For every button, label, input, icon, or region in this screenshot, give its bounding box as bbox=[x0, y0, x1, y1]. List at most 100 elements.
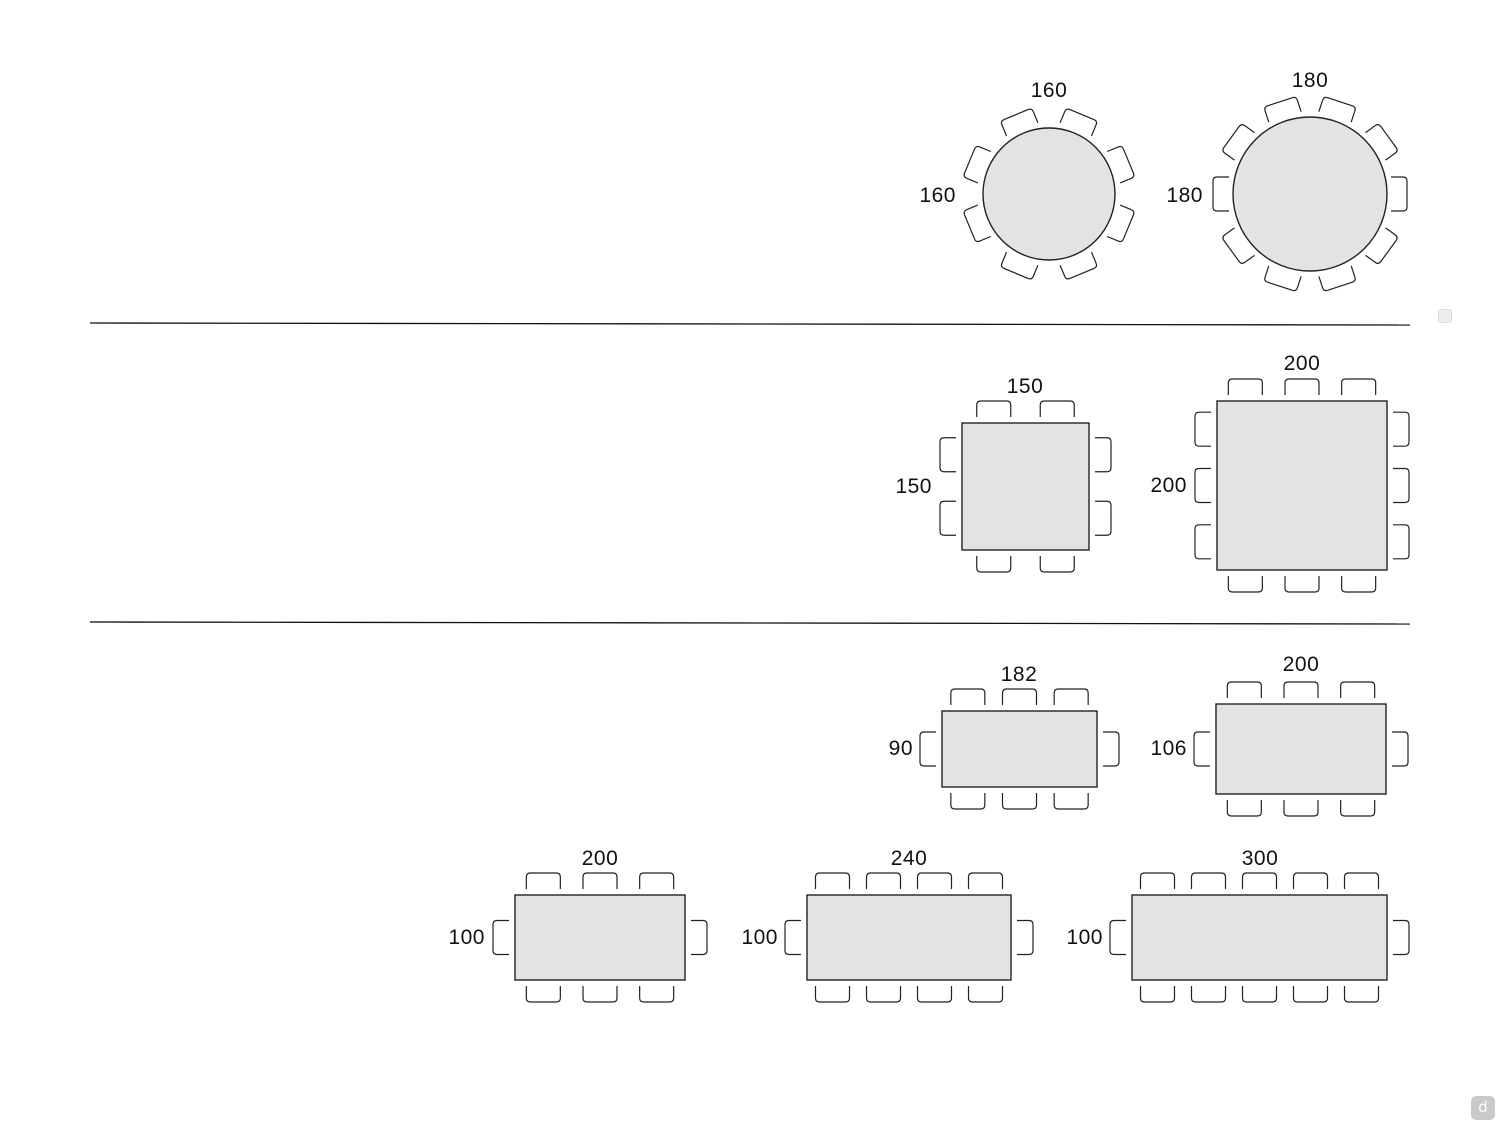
chair bbox=[939, 500, 956, 536]
chair bbox=[1341, 378, 1377, 395]
chair bbox=[1341, 576, 1377, 593]
chair bbox=[976, 400, 1012, 417]
dimension-label-top: 160 bbox=[1031, 79, 1068, 102]
square-table-200: 200 200 bbox=[1150, 352, 1410, 593]
chair bbox=[1283, 681, 1319, 698]
rect-table-300x100: 300 100 bbox=[1066, 847, 1410, 1003]
chair bbox=[492, 919, 509, 956]
chair bbox=[1000, 108, 1039, 137]
chair bbox=[1283, 800, 1319, 817]
chair bbox=[1000, 251, 1039, 280]
chair bbox=[1103, 731, 1120, 767]
chair bbox=[1393, 411, 1410, 447]
chair bbox=[1017, 919, 1034, 956]
table-top bbox=[514, 894, 686, 981]
table-top bbox=[806, 894, 1012, 981]
chair bbox=[1318, 265, 1356, 292]
table-top bbox=[1216, 400, 1388, 571]
chair bbox=[1139, 986, 1176, 1003]
chair bbox=[1222, 124, 1255, 161]
dimension-label-top: 180 bbox=[1292, 69, 1329, 92]
dimension-label-top: 150 bbox=[1007, 375, 1044, 398]
chair bbox=[1059, 251, 1098, 280]
chair bbox=[525, 872, 561, 889]
chair bbox=[1194, 467, 1211, 504]
table-top bbox=[1215, 703, 1387, 795]
dimension-label-top: 300 bbox=[1242, 847, 1279, 870]
chair bbox=[1106, 145, 1135, 184]
chair bbox=[525, 986, 561, 1003]
chair bbox=[1392, 731, 1409, 767]
chair bbox=[1222, 227, 1255, 264]
chair bbox=[1264, 96, 1302, 123]
chair bbox=[1001, 688, 1038, 705]
chair bbox=[1039, 400, 1075, 417]
chair bbox=[1241, 872, 1278, 889]
chair bbox=[1053, 688, 1089, 705]
section-divider bbox=[89, 322, 1411, 326]
chair bbox=[1227, 576, 1263, 593]
chair bbox=[950, 793, 986, 810]
square-table-150: 150 150 bbox=[895, 375, 1112, 573]
chair bbox=[1095, 437, 1112, 473]
chair bbox=[865, 872, 902, 889]
chair bbox=[1190, 872, 1227, 889]
rect-table-182x90: 182 90 bbox=[889, 663, 1120, 810]
chair bbox=[1194, 524, 1211, 560]
chair bbox=[1109, 919, 1126, 956]
dimension-label-side: 100 bbox=[1066, 926, 1103, 949]
rect-table-200x106: 200 106 bbox=[1150, 653, 1409, 817]
chair bbox=[1393, 467, 1410, 504]
chair bbox=[1264, 265, 1302, 292]
chair bbox=[582, 986, 618, 1003]
chair bbox=[1193, 731, 1210, 767]
chair bbox=[1053, 793, 1089, 810]
chair bbox=[1226, 800, 1262, 817]
dimension-label-top: 200 bbox=[1284, 352, 1321, 375]
chair bbox=[1365, 227, 1398, 264]
chair bbox=[1393, 919, 1410, 956]
chair bbox=[1212, 176, 1229, 212]
chair bbox=[1292, 872, 1329, 889]
section-divider bbox=[89, 621, 1411, 625]
chair bbox=[1106, 204, 1135, 243]
table-top bbox=[1131, 894, 1388, 981]
chair bbox=[1343, 986, 1380, 1003]
chair bbox=[976, 556, 1012, 573]
chair bbox=[950, 688, 986, 705]
chair bbox=[916, 986, 953, 1003]
chair bbox=[1139, 872, 1176, 889]
chair bbox=[916, 872, 953, 889]
chair bbox=[1284, 378, 1320, 395]
dimension-label-side: 200 bbox=[1150, 474, 1187, 497]
round-table-180: 180 180 bbox=[1166, 69, 1408, 292]
dimension-label-side: 100 bbox=[448, 926, 485, 949]
chair bbox=[967, 986, 1004, 1003]
chair bbox=[1284, 576, 1320, 593]
chair bbox=[865, 986, 902, 1003]
chair bbox=[784, 919, 801, 956]
table-top bbox=[941, 710, 1098, 788]
round-table-160: 160 160 bbox=[919, 79, 1135, 280]
table-top bbox=[961, 422, 1090, 551]
chair bbox=[1095, 500, 1112, 536]
dimension-label-top: 182 bbox=[1001, 663, 1038, 686]
chair bbox=[1391, 176, 1408, 212]
dimension-label-top: 200 bbox=[1283, 653, 1320, 676]
chair bbox=[1226, 681, 1262, 698]
dimension-label-top: 200 bbox=[582, 847, 619, 870]
dimension-label-top: 240 bbox=[891, 847, 928, 870]
chair bbox=[814, 986, 851, 1003]
table-top bbox=[1232, 116, 1388, 272]
chair bbox=[814, 872, 851, 889]
chair bbox=[939, 437, 956, 473]
chair bbox=[919, 731, 936, 767]
logo-badge-icon: d bbox=[1471, 1096, 1495, 1120]
chair bbox=[1194, 411, 1211, 447]
chair bbox=[1039, 556, 1075, 573]
dimension-label-side: 90 bbox=[889, 737, 913, 760]
chair bbox=[582, 872, 618, 889]
chair bbox=[1227, 378, 1263, 395]
chair bbox=[1190, 986, 1227, 1003]
